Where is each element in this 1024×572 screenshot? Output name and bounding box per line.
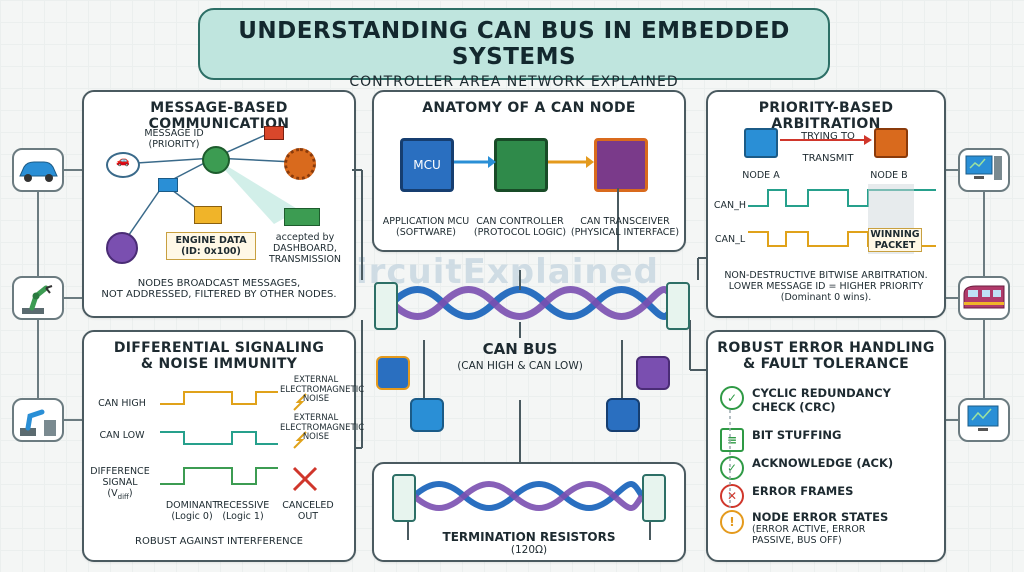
error-handling-panel: ROBUST ERROR HANDLING & FAULT TOLERANCE … xyxy=(706,330,946,562)
car-icon xyxy=(12,148,64,192)
error-item-label: NODE ERROR STATES xyxy=(752,510,889,524)
recessive-label: RECESSIVE (Logic 1) xyxy=(216,500,270,522)
differential-panel-footer: ROBUST AGAINST INTERFERENCE xyxy=(135,536,303,547)
arbitration-panel-footer: NON-DESTRUCTIVE BITWISE ARBITRATION. LOW… xyxy=(724,270,928,303)
error-item-ack: ✓ ACKNOWLEDGE (ACK) xyxy=(720,456,893,480)
difference-signal-text: DIFFERENCE SIGNAL (V xyxy=(90,466,150,499)
error-item-label: CYCLIC REDUNDANCY CHECK (CRC) xyxy=(752,386,891,414)
termination-label: TERMINATION RESISTORS xyxy=(442,530,616,544)
monitor-icon xyxy=(958,398,1010,442)
error-item-label: ACKNOWLEDGE (ACK) xyxy=(752,456,894,470)
controller-label: CAN CONTROLLER (PROTOCOL LOGIC) xyxy=(473,216,567,238)
error-item-label: ERROR FRAMES xyxy=(752,484,854,498)
message-panel-footer: NODES BROADCAST MESSAGES, NOT ADDRESSED,… xyxy=(101,278,337,300)
canceled-out-label: CANCELED OUT xyxy=(282,500,334,522)
engine-data-label: ENGINE DATA (ID: 0x100) xyxy=(166,232,256,260)
can-high-label: CAN HIGH xyxy=(98,398,146,409)
difference-signal-label: DIFFERENCE SIGNAL (Vdiff) xyxy=(90,466,150,501)
termination-resistor-right-icon xyxy=(666,282,690,330)
bus-node-icon xyxy=(606,398,640,432)
node-b-label: NODE B xyxy=(870,170,908,181)
message-stack-icon xyxy=(284,208,320,226)
panel-title: ANATOMY OF A CAN NODE xyxy=(422,100,636,116)
bus-node-icon xyxy=(636,356,670,390)
termination-resistors-panel: TERMINATION RESISTORS (120Ω) xyxy=(372,462,686,562)
factory-robot-icon xyxy=(12,398,64,442)
error-item-bit-stuffing: ≡ BIT STUFFING xyxy=(720,428,841,452)
mcu-label: APPLICATION MCU (SOFTWARE) xyxy=(382,216,470,238)
anatomy-arrows xyxy=(454,156,619,250)
car-node-icon: 🚗 xyxy=(106,152,140,178)
mcu-chip-icon: MCU xyxy=(400,138,454,192)
transceiver-label: CAN TRANSCEIVER (PHYSICAL INTERFACE) xyxy=(570,216,680,238)
message-stack-icon xyxy=(194,206,222,224)
message-frame-icon xyxy=(158,178,178,192)
anatomy-of-can-node-panel: ANATOMY OF A CAN NODE MCU APPLICATION MC… xyxy=(372,90,686,252)
termination-value: (120Ω) xyxy=(510,544,548,556)
resistor-left-icon xyxy=(392,474,416,522)
difference-signal-subscript: diff xyxy=(117,492,129,501)
can-transceiver-chip-icon xyxy=(594,138,648,192)
message-node-icon xyxy=(202,146,230,174)
check-icon: ✓ xyxy=(720,386,744,410)
can-low-label: CAN LOW xyxy=(99,430,145,441)
panel-title: MESSAGE-BASED COMMUNICATION xyxy=(148,100,290,132)
termination-twisted-pair xyxy=(407,481,651,540)
gauge-node-icon xyxy=(106,232,138,264)
panel-title: ROBUST ERROR HANDLING & FAULT TOLERANCE xyxy=(717,340,935,372)
bus-node-icon xyxy=(376,356,410,390)
error-item-label: BIT STUFFING xyxy=(752,428,842,442)
error-connector-line xyxy=(729,410,731,508)
can-controller-chip-icon xyxy=(494,138,548,192)
differential-waveforms xyxy=(160,391,318,492)
winning-packet-label: WINNING PACKET xyxy=(868,228,922,252)
message-frame-icon xyxy=(264,126,284,140)
checklist-icon: ≡ xyxy=(720,428,744,452)
gear-icon xyxy=(284,148,316,180)
error-item-sub: (ERROR ACTIVE, ERROR PASSIVE, BUS OFF) xyxy=(752,524,866,546)
resistor-right-icon xyxy=(642,474,666,522)
title-banner: UNDERSTANDING CAN BUS IN EMBEDDED SYSTEM… xyxy=(198,8,830,90)
dominant-label: DOMINANT (Logic 0) xyxy=(165,500,219,522)
priority-arbitration-panel: PRIORITY-BASED ARBITRATION TRYING TO TRA… xyxy=(706,90,946,318)
trying-to-transmit-label: TRYING TO TRANSMIT xyxy=(801,131,855,164)
accepted-by-label: accepted by DASHBOARD, TRANSMISSION xyxy=(268,232,342,265)
cross-icon: ✕ xyxy=(720,484,744,508)
differential-signaling-panel: DIFFERENTIAL SIGNALING & NOISE IMMUNITY … xyxy=(82,330,365,562)
check-icon: ✓ xyxy=(720,456,744,480)
message-id-label: MESSAGE ID (PRIORITY) xyxy=(144,128,204,150)
node-b-icon xyxy=(874,128,908,158)
page-title: UNDERSTANDING CAN BUS IN EMBEDDED SYSTEM… xyxy=(238,18,790,70)
robot-arm-icon xyxy=(12,276,64,320)
node-a-label: NODE A xyxy=(742,170,780,181)
can-l-label: CAN_L xyxy=(714,234,746,245)
noise-label-2: EXTERNAL ELECTROMAGNETIC NOISE xyxy=(280,413,365,442)
node-a-icon xyxy=(744,128,778,158)
error-item-error-frames: ✕ ERROR FRAMES xyxy=(720,484,853,508)
warning-icon: ! xyxy=(720,510,744,534)
train-icon xyxy=(958,276,1010,320)
panel-title: PRIORITY-BASED ARBITRATION xyxy=(758,100,894,132)
error-item-node-states: ! NODE ERROR STATES (ERROR ACTIVE, ERROR… xyxy=(720,510,888,546)
message-based-communication-panel: MESSAGE-BASED COMMUNICATION 🚗 MESSAGE ID… xyxy=(82,90,356,318)
noise-label-1: EXTERNAL ELECTROMAGNETIC NOISE xyxy=(280,375,365,404)
bus-node-icon xyxy=(410,398,444,432)
termination-resistor-left-icon xyxy=(374,282,398,330)
error-item-crc: ✓ CYCLIC REDUNDANCY CHECK (CRC) xyxy=(720,386,891,414)
can-bus-label: CAN BUS xyxy=(482,340,558,358)
desktop-computer-icon xyxy=(958,148,1010,192)
can-bus-sublabel: (CAN HIGH & CAN LOW) xyxy=(457,360,583,372)
can-h-label: CAN_H xyxy=(713,200,747,211)
panel-title: DIFFERENTIAL SIGNALING & NOISE IMMUNITY xyxy=(113,340,325,372)
page-subtitle: CONTROLLER AREA NETWORK EXPLAINED xyxy=(349,74,679,90)
